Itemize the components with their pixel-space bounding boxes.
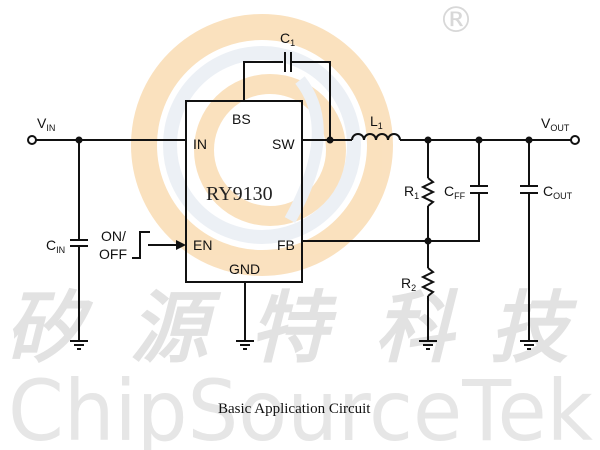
feedback-divider xyxy=(302,140,480,341)
r1-label: R1 xyxy=(404,183,419,201)
off-label: OFF xyxy=(99,246,127,262)
cout-label: COUT xyxy=(543,183,573,201)
watermark-char: 特 xyxy=(250,283,337,374)
vout-label: VOUT xyxy=(541,115,570,133)
registered-mark: ® xyxy=(438,0,474,41)
resistor-icon xyxy=(420,267,436,297)
pin-fb: FB xyxy=(277,237,295,253)
pin-sw: SW xyxy=(272,136,295,152)
cff-label: CFF xyxy=(444,183,466,201)
pin-bs: BS xyxy=(232,111,251,127)
cff-capacitor xyxy=(470,140,488,194)
cout-capacitor xyxy=(520,140,538,341)
on-label: ON/ xyxy=(101,228,126,244)
watermark-cjk: 矽 源 特 科 技 xyxy=(5,283,578,374)
pin-gnd: GND xyxy=(229,261,260,277)
l1-label: L1 xyxy=(370,113,383,131)
cin-label: CIN xyxy=(46,237,65,255)
pin-en: EN xyxy=(193,237,212,253)
pin-in: IN xyxy=(193,136,207,152)
c1-label: C1 xyxy=(280,30,295,48)
figure-caption: Basic Application Circuit xyxy=(218,401,371,417)
vin-label: VIN xyxy=(37,115,55,133)
c1-net xyxy=(243,52,331,140)
r2-label: R2 xyxy=(401,275,416,293)
resistor-icon xyxy=(420,177,436,207)
arrow-icon xyxy=(176,240,186,250)
vin-net xyxy=(27,135,186,340)
watermark-char: 矽 xyxy=(5,283,94,374)
chip-name: RY9130 xyxy=(206,183,273,205)
vin-terminal xyxy=(27,135,37,145)
watermark-char: 源 xyxy=(130,283,222,374)
junction-dot xyxy=(326,136,334,144)
watermark-char: 技 xyxy=(490,283,578,374)
inductor-icon xyxy=(351,133,401,141)
watermark-char: 科 xyxy=(375,283,459,374)
watermark-latin: ChipSourceTek xyxy=(8,362,593,450)
ground-icon xyxy=(236,282,254,350)
junction-dot xyxy=(424,237,432,245)
enable-signal xyxy=(132,231,186,259)
vout-terminal xyxy=(570,135,580,145)
ground-icon xyxy=(70,340,88,350)
